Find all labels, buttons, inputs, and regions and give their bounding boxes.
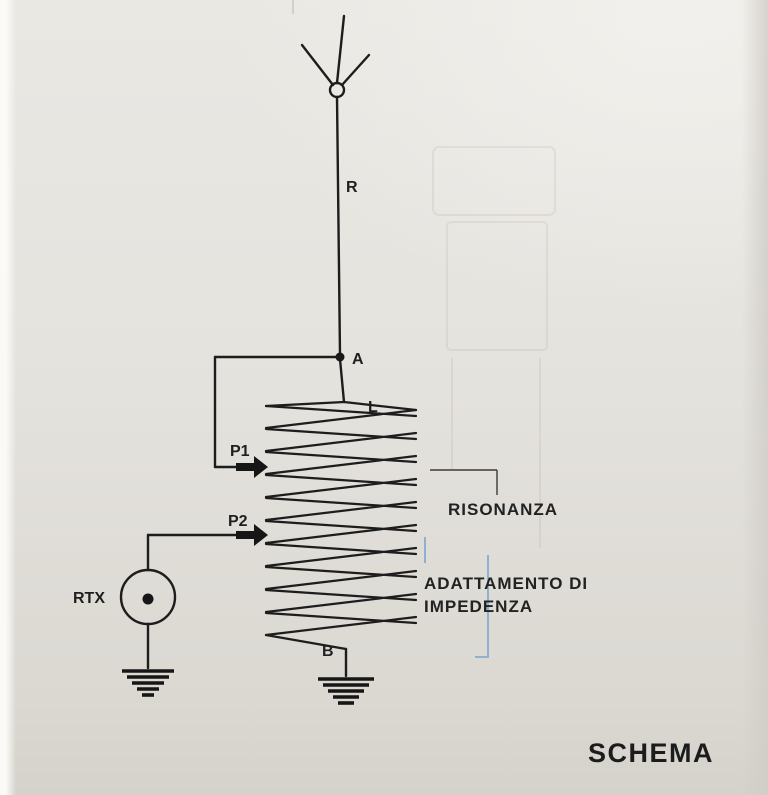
p1-tap-wire (213, 355, 342, 469)
label-rtx: RTX (73, 590, 105, 607)
label-risonanza: RISONANZA (448, 500, 558, 519)
impedance-bracket (424, 537, 489, 658)
label-p1: P1 (230, 443, 250, 460)
p2-arrow-icon (236, 524, 268, 546)
antenna-icon (300, 14, 371, 99)
label-a: A (352, 351, 364, 368)
label-adattamento-line1: ADATTAMENTO DI (424, 574, 588, 593)
coil-ground-icon (318, 677, 374, 705)
ghost-print (432, 146, 556, 548)
label-b: B (322, 643, 334, 660)
schema-caption: SCHEMA (588, 738, 714, 768)
label-adattamento-line2: IMPEDENZA (424, 597, 533, 616)
label-r: R (346, 179, 358, 196)
p1-arrow-icon (236, 456, 268, 478)
rtx-connector-icon (119, 568, 177, 670)
coil-inductor (264, 400, 418, 651)
resonance-bracket (430, 469, 498, 495)
feedline-wire (335, 95, 346, 404)
label-l: L (368, 399, 378, 416)
rtx-ground-icon (122, 669, 174, 697)
label-p2: P2 (228, 513, 248, 530)
p2-tap-wire (146, 533, 242, 572)
